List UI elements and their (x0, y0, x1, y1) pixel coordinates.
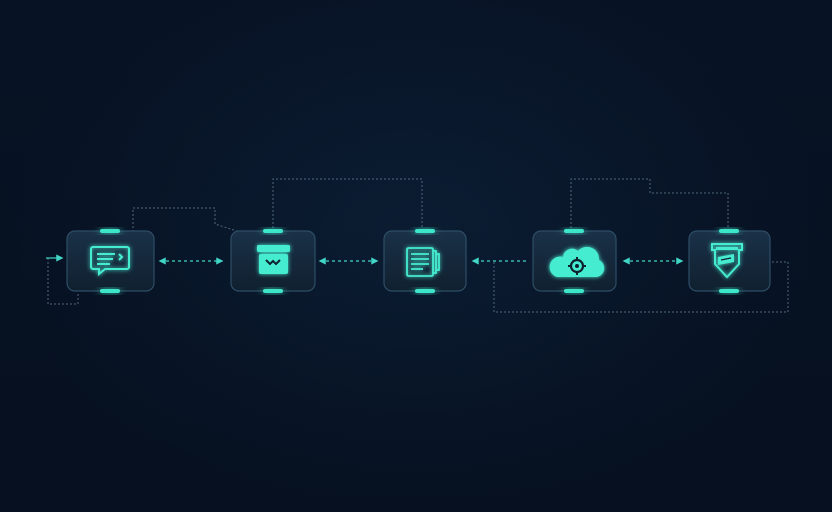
route-line-bottom-loop (493, 261, 789, 313)
node-cloud[interactable] (532, 229, 617, 293)
node-box[interactable] (230, 229, 316, 293)
route-line-cloud-shield (570, 178, 729, 232)
route-line-box-docs (272, 178, 423, 232)
route-line-chat-box (132, 207, 241, 233)
chat-bubble-icon (90, 246, 130, 277)
shield-card-icon (711, 243, 743, 279)
node-chat[interactable] (66, 229, 155, 293)
routing-lines (47, 178, 789, 313)
archive-box-icon (257, 245, 290, 274)
node-documents[interactable] (383, 229, 467, 293)
cloud-gear-icon (549, 246, 605, 277)
loop-line-chat (47, 258, 79, 305)
document-stack-icon (406, 247, 440, 277)
node-shield[interactable] (688, 229, 771, 293)
